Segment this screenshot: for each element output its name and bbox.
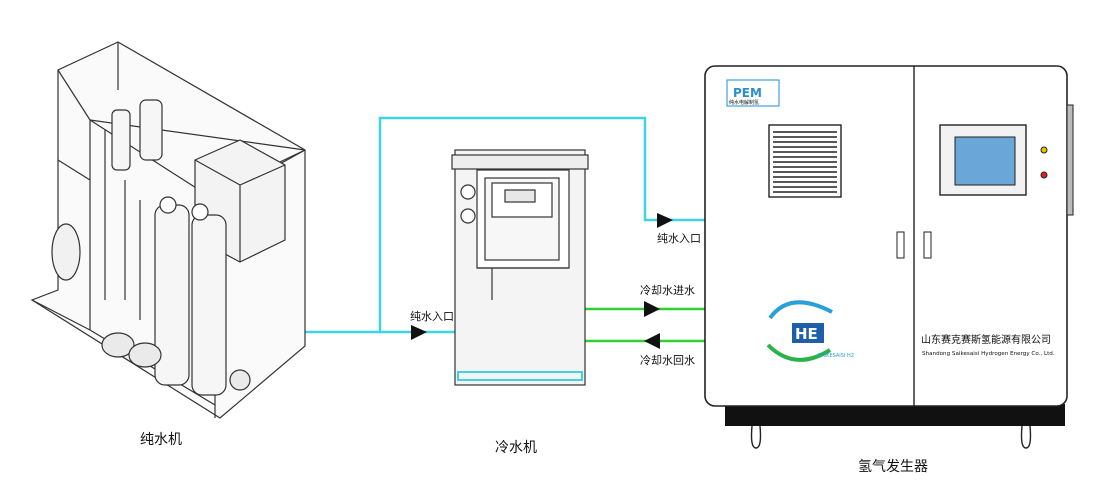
label-water-purifier: 纯水机 xyxy=(140,432,182,448)
brand-subtitle: SAIKESAISI H2 xyxy=(818,353,854,359)
pem-logo-text: PEM xyxy=(733,86,762,100)
brand-logo-icon xyxy=(766,300,833,362)
vent-grill-slats xyxy=(773,131,837,193)
arrow-pure-water-generator xyxy=(657,213,673,228)
label-hydrogen-generator: 氢气发生器 xyxy=(858,459,928,475)
pem-subtitle: 纯水电解制氢 xyxy=(729,99,759,106)
company-name-en: Shandong Saikesaisi Hydrogen Energy Co.,… xyxy=(922,351,1055,357)
door-handle-right xyxy=(923,231,932,259)
arrow-pure-water-chiller xyxy=(411,325,427,340)
label-chiller: 冷水机 xyxy=(495,440,537,456)
arrow-cooling-return xyxy=(644,333,660,349)
company-name-cn: 山东赛克赛斯氢能源有限公司 xyxy=(921,333,1051,346)
label-cooling-water-in: 冷却水进水 xyxy=(640,284,695,297)
indicator-light-yellow xyxy=(1040,146,1048,154)
brand-mark-text: HE xyxy=(795,325,818,343)
label-cooling-water-return: 冷却水回水 xyxy=(640,354,695,367)
indicator-light-red xyxy=(1040,171,1048,179)
arrow-cooling-in xyxy=(644,301,660,317)
label-pure-water-inlet-chiller: 纯水入口 xyxy=(410,310,454,323)
hydrogen-generator-cabinet xyxy=(704,65,1074,449)
chiller-machine xyxy=(451,149,589,386)
label-pure-water-inlet-generator: 纯水入口 xyxy=(657,232,701,245)
water-purifier-machine xyxy=(30,41,306,419)
door-handle-left xyxy=(896,231,905,259)
